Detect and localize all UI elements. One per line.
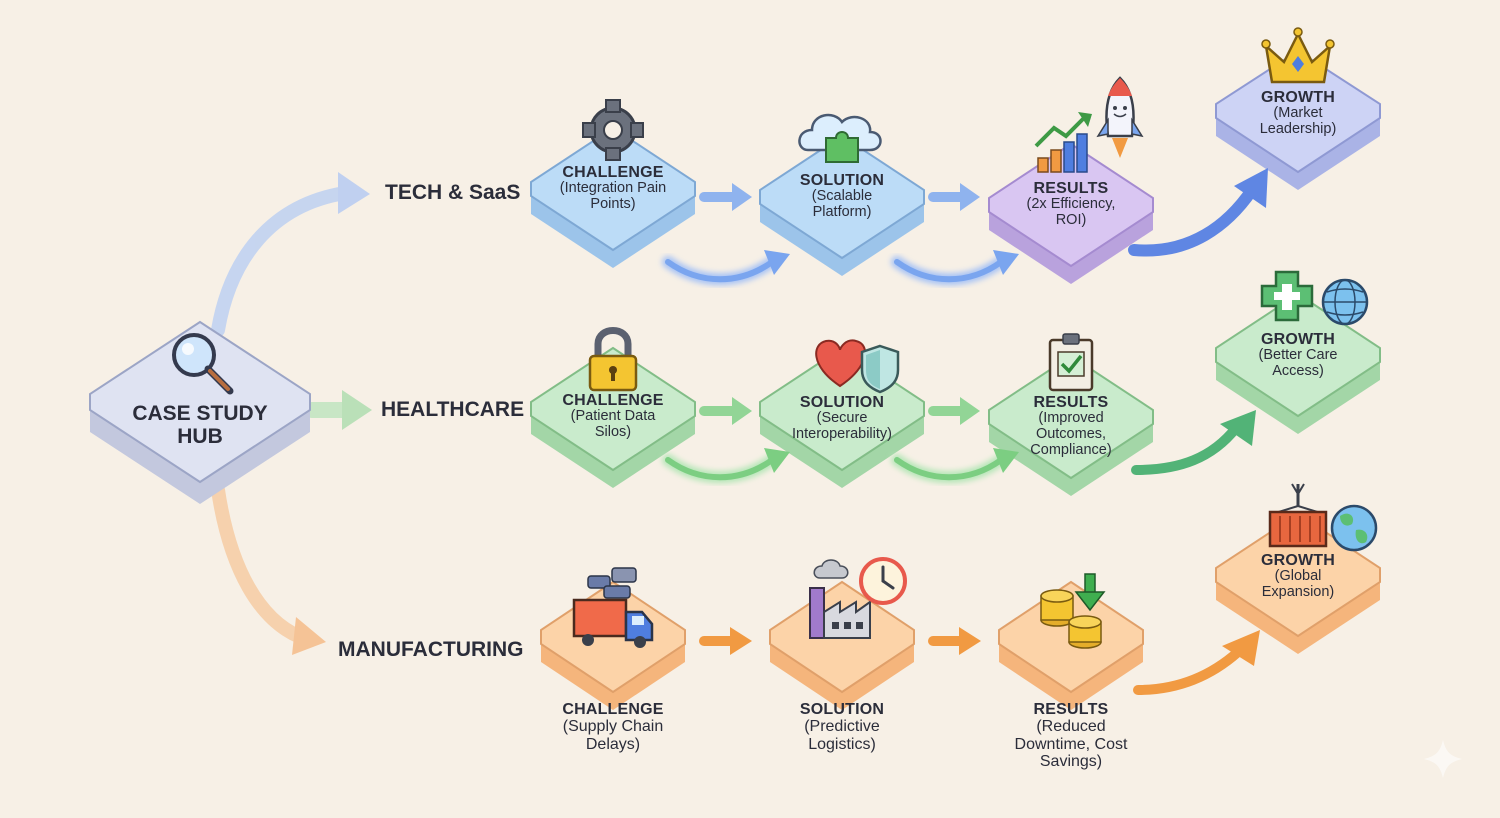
tech-growth-node[interactable] xyxy=(1215,49,1381,190)
node-title: SOLUTION xyxy=(799,701,885,718)
tech-growth-label: GROWTH (Market Leadership) xyxy=(1238,89,1358,138)
factory-clock-icon xyxy=(809,557,907,639)
gear-icon xyxy=(582,99,644,161)
node-subtitle: (Better Care Access) xyxy=(1258,347,1338,379)
manufacturing-solution-label: SOLUTION (Predictive Logistics) xyxy=(777,701,907,753)
tech-challenge-node[interactable] xyxy=(530,126,696,268)
node-title: GROWTH xyxy=(1260,89,1336,106)
heart-shield-icon xyxy=(815,339,900,394)
health-results-label: RESULTS (Improved Outcomes, Compliance) xyxy=(1011,394,1131,458)
health-growth-node[interactable] xyxy=(1215,292,1381,434)
node-subtitle: (Market Leadership) xyxy=(1259,105,1337,137)
hub-title-line1: CASE STUDY xyxy=(132,402,268,425)
node-subtitle: (Predictive Logistics) xyxy=(804,718,880,753)
globe-icon xyxy=(1321,278,1369,326)
node-title: SOLUTION xyxy=(799,172,885,189)
magnifier-icon xyxy=(172,333,234,395)
manufacturing-challenge-label: CHALLENGE (Supply Chain Delays) xyxy=(548,701,678,753)
node-subtitle: (Improved Outcomes, Compliance) xyxy=(1030,410,1112,458)
sparkle-icon xyxy=(1424,740,1462,778)
node-title: RESULTS xyxy=(1033,394,1109,411)
tech-results-label: RESULTS (2x Efficiency, ROI) xyxy=(1011,180,1131,229)
tech-challenge-label: CHALLENGE (Integration Pain Points) xyxy=(553,164,673,213)
node-title: RESULTS xyxy=(1033,180,1109,197)
row-manufacturing-nodes xyxy=(540,512,1381,710)
tech-solution-label: SOLUTION (Scalable Platform) xyxy=(782,172,902,221)
row-tech-nodes xyxy=(530,49,1381,284)
node-subtitle: (Supply Chain Delays) xyxy=(562,718,664,753)
node-title: RESULTS xyxy=(1033,701,1109,718)
tech-solution-node[interactable] xyxy=(759,134,925,276)
node-title: SOLUTION xyxy=(799,394,885,411)
node-subtitle: (2x Efficiency, ROI) xyxy=(1026,196,1116,228)
bar-chart-icon xyxy=(1034,112,1092,173)
health-solution-label: SOLUTION (Secure Interoperability) xyxy=(772,394,912,443)
hub-node[interactable] xyxy=(89,320,311,504)
shipping-container-icon xyxy=(1268,483,1328,548)
node-title: CHALLENGE xyxy=(562,392,664,409)
globe-icon xyxy=(1330,504,1378,552)
node-subtitle: (Secure Interoperability) xyxy=(792,410,892,442)
branch-arrow-tech xyxy=(211,186,352,337)
manufacturing-results-label: RESULTS (Reduced Downtime, Cost Savings) xyxy=(1001,701,1141,770)
cloud-puzzle-icon xyxy=(798,113,882,163)
node-title: CHALLENGE xyxy=(562,701,664,718)
industry-label-manufacturing: MANUFACTURING xyxy=(338,638,524,661)
manufacturing-growth-label: GROWTH (Global Expansion) xyxy=(1238,552,1358,601)
health-results-node[interactable] xyxy=(988,354,1154,496)
hub-branch-arrows xyxy=(211,172,372,655)
health-flow-arrows xyxy=(662,397,1256,484)
health-challenge-label: CHALLENGE (Patient Data Silos) xyxy=(553,392,673,441)
industry-label-healthcare: HEALTHCARE xyxy=(381,398,525,421)
rocket-icon xyxy=(1096,76,1144,158)
node-subtitle: (Patient Data Silos) xyxy=(570,408,656,440)
branch-arrowhead-tech xyxy=(338,172,370,214)
medical-cross-icon xyxy=(1260,270,1314,322)
node-title: GROWTH xyxy=(1260,552,1336,569)
node-subtitle: (Global Expansion) xyxy=(1261,568,1335,600)
clipboard-check-icon xyxy=(1048,333,1094,392)
tech-flow-arrows xyxy=(662,168,1268,286)
truck-icon xyxy=(572,567,654,648)
coins-icon xyxy=(1040,573,1106,649)
health-challenge-node[interactable] xyxy=(530,346,696,488)
node-title: GROWTH xyxy=(1260,331,1336,348)
crown-icon xyxy=(1261,27,1335,84)
tech-results-node[interactable] xyxy=(988,142,1154,284)
manufacturing-flow-arrows xyxy=(699,627,1260,695)
health-growth-label: GROWTH (Better Care Access) xyxy=(1238,331,1358,380)
node-subtitle: (Scalable Platform) xyxy=(811,188,873,220)
node-subtitle: (Integration Pain Points) xyxy=(559,180,667,212)
hub-title-line2: HUB xyxy=(177,425,223,449)
padlock-icon xyxy=(588,327,638,392)
node-subtitle: (Reduced Downtime, Cost Savings) xyxy=(1014,718,1128,770)
node-title: CHALLENGE xyxy=(562,164,664,181)
industry-label-tech: TECH & SaaS xyxy=(385,181,521,204)
branch-arrowhead-health xyxy=(342,390,372,430)
hub-label: CASE STUDY HUB xyxy=(110,402,290,448)
branch-arrow-manufacturing xyxy=(211,483,307,644)
branch-arrowhead-manufacturing xyxy=(292,617,326,655)
